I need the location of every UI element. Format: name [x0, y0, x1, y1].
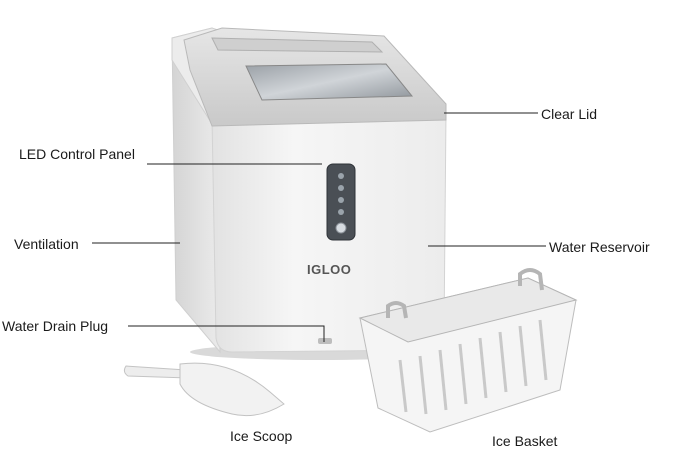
- ice-basket: [358, 268, 578, 433]
- label-led-control-panel: LED Control Panel: [19, 146, 135, 162]
- panel-button: [338, 173, 344, 179]
- panel-button: [338, 185, 344, 191]
- label-ice-scoop: Ice Scoop: [230, 428, 293, 444]
- brand-logo: IGLOO: [307, 262, 352, 277]
- clear-lid: [183, 27, 447, 127]
- basket-rim: [358, 277, 578, 343]
- leader-drain-plug: [128, 325, 325, 342]
- panel-button: [338, 197, 344, 203]
- scoop-handle: [123, 365, 189, 379]
- ice-maker: [171, 27, 450, 360]
- panel-button: [338, 209, 344, 215]
- lid-handle: [211, 37, 384, 53]
- basket-handle-left: [386, 301, 408, 319]
- basket-slots: [398, 319, 548, 415]
- led-control-panel: [326, 163, 356, 241]
- label-water-reservoir: Water Reservoir: [549, 239, 650, 255]
- ice-scoop: [123, 362, 285, 417]
- label-ventilation: Ventilation: [14, 236, 79, 252]
- basket-handle-right: [518, 268, 544, 291]
- lid-window: [245, 63, 414, 101]
- label-ice-basket: Ice Basket: [492, 433, 558, 449]
- power-button: [335, 222, 347, 234]
- scoop-bowl: [179, 362, 285, 417]
- leader-lines: [92, 112, 546, 342]
- label-clear-lid: Clear Lid: [541, 106, 598, 122]
- label-water-drain-plug: Water Drain Plug: [2, 318, 109, 334]
- water-drain-plug: [318, 338, 332, 344]
